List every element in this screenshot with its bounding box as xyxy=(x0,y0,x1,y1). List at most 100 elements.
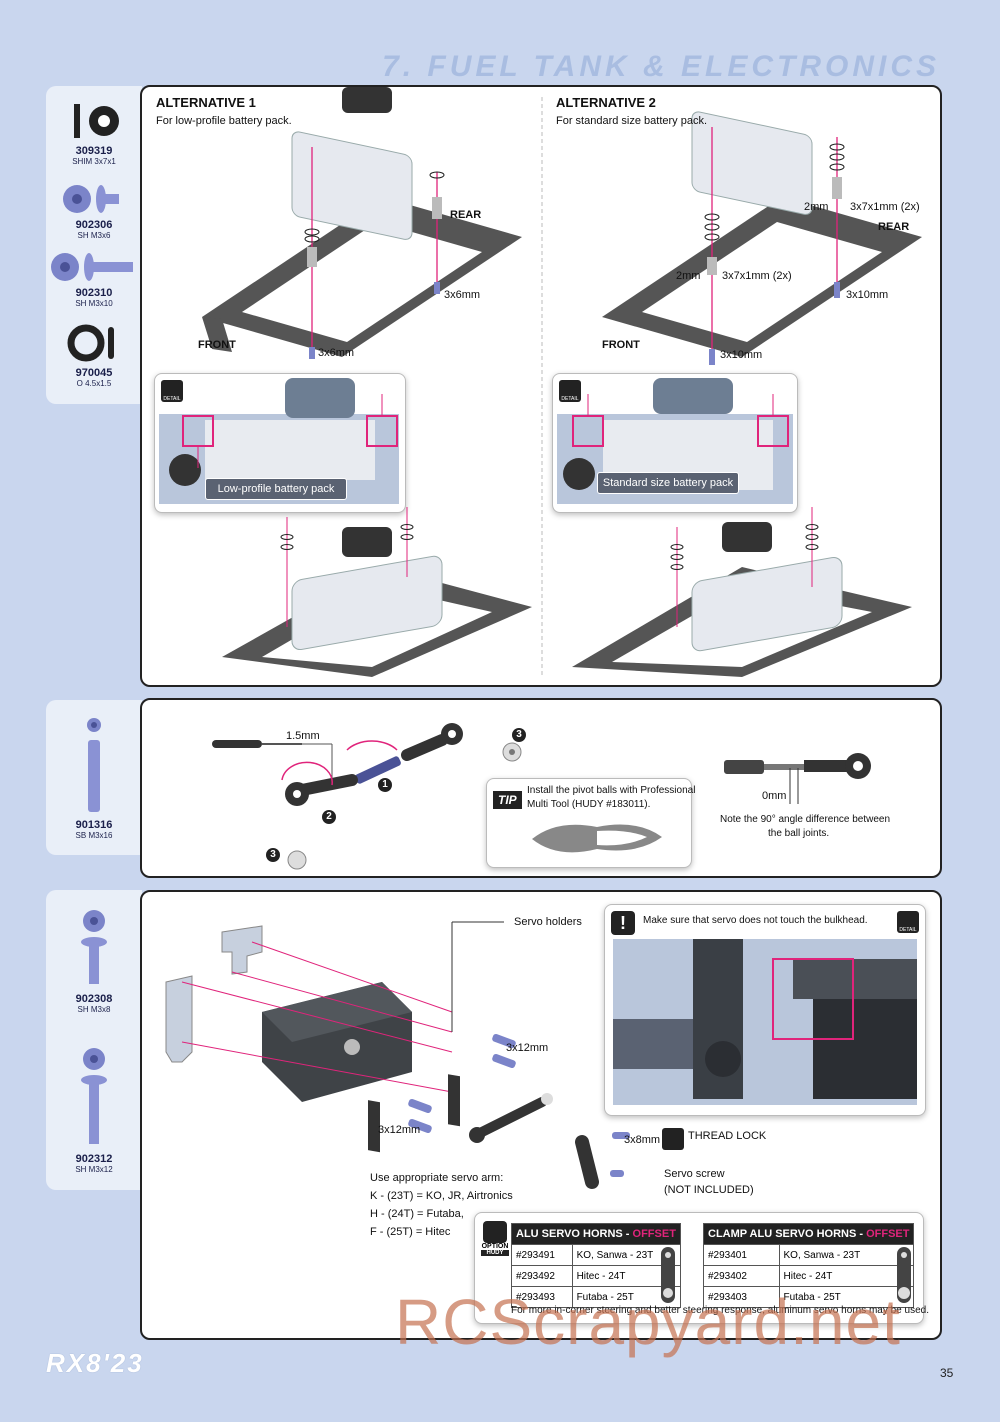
set-screw-icon xyxy=(87,718,101,812)
part-code: 970045 xyxy=(75,367,113,379)
part-desc: SH M3x8 xyxy=(77,1005,111,1014)
step-number-2: 2 xyxy=(322,810,336,824)
alt2-chassis-illustration xyxy=(602,111,922,365)
section-title: 7. FUEL TANK & ELECTRONICS xyxy=(382,50,940,83)
zero-dim-label: 0mm xyxy=(762,790,787,802)
step1-divider xyxy=(541,97,543,677)
part-code: 902308 xyxy=(75,993,113,1005)
alt1-subtitle: For low-profile battery pack. xyxy=(156,115,292,127)
servo-screw-line1: Servo screw xyxy=(664,1168,725,1180)
alt2-detail-box: DETAIL Standard size battery pack xyxy=(552,373,798,513)
thumbs-up-icon xyxy=(483,1221,507,1243)
alt2-shim-top: 3x7x1mm (2x) xyxy=(850,201,920,213)
step3-panel: Servo holders 3x12mm 3x12mm 3x8mm THREAD… xyxy=(140,890,942,1340)
option-box: OPTION HUDY ALU SERVO HORNS - OFFSET #29… xyxy=(474,1212,929,1324)
horn-screw-label: 3x8mm xyxy=(624,1134,661,1146)
servo-holders-label: Servo holders xyxy=(514,916,582,928)
detail-icon: DETAIL xyxy=(559,380,581,402)
arm-heading: Use appropriate servo arm: xyxy=(370,1172,504,1184)
part-desc: O 4.5x1.5 xyxy=(76,379,112,388)
detail-icon-label: DETAIL xyxy=(561,396,579,402)
servo-screw-line2: (NOT INCLUDED) xyxy=(664,1184,754,1196)
alt1-screw-rear: 3x6mm xyxy=(444,289,481,301)
arm-h: H - (24T) = Futaba, xyxy=(370,1208,464,1220)
tip-text-line2: Multi Tool (HUDY #183011). xyxy=(527,799,651,810)
part-code: 902312 xyxy=(75,1153,113,1165)
alt1-front-label: FRONT xyxy=(198,339,236,351)
warning-detail-box: ! Make sure that servo does not touch th… xyxy=(604,904,926,1116)
step-number-3a: 3 xyxy=(512,728,526,742)
table-header: ALU SERVO HORNS - OFFSET xyxy=(511,1223,681,1245)
arm-f: F - (25T) = Hitec xyxy=(370,1226,451,1238)
alt2-title: ALTERNATIVE 2 xyxy=(556,95,656,110)
dim-label: 1.5mm xyxy=(286,730,320,742)
arm-k: K - (23T) = KO, JR, Airtronics xyxy=(370,1190,513,1202)
clamp-horn-icon xyxy=(897,1247,911,1303)
part-309319: 309319 SHIM 3x7x1 xyxy=(46,100,142,166)
option-brand: HUDY xyxy=(481,1250,509,1256)
alt2-assembly-illustration xyxy=(572,507,912,677)
part-902306: 902306 SH M3x6 xyxy=(46,182,142,240)
part-902308: 902308 SH M3x8 xyxy=(46,908,142,1014)
option-badge: OPTION HUDY xyxy=(481,1221,509,1256)
alt1-detail-box: DETAIL Low-profile battery pack xyxy=(154,373,406,513)
part-902312: 902312 SH M3x12 xyxy=(46,1046,142,1174)
screw-icon xyxy=(81,910,107,984)
alt2-rear-label: REAR xyxy=(878,221,910,233)
thread-lock-label: THREAD LOCK xyxy=(688,1130,767,1142)
step2-panel: 1.5mm 1 2 3 3 TIP Install the pivot ball… xyxy=(140,698,942,878)
angle-note-line2: the ball joints. xyxy=(768,828,830,839)
part-code: 902306 xyxy=(75,219,113,231)
alt2-screw-front: 3x10mm xyxy=(720,349,763,361)
detail-icon-label: DETAIL xyxy=(163,396,181,402)
part-desc: SH M3x12 xyxy=(75,1165,113,1174)
page-number: 35 xyxy=(940,1366,954,1380)
alt1-assembly-illustration xyxy=(222,507,532,677)
option-footnote: For more in-corner steering and better s… xyxy=(511,1305,929,1316)
o-ring-icon xyxy=(67,324,114,362)
watermark: RCScrapyard.net xyxy=(395,1286,901,1358)
shim-icon xyxy=(74,104,119,138)
alt1-screw-front: 3x6mm xyxy=(318,347,355,359)
thread-lock-icon xyxy=(662,1128,684,1150)
alt2-screw-rear: 3x10mm xyxy=(846,289,889,301)
alt2-shim-mid: 3x7x1mm (2x) xyxy=(722,270,792,282)
part-code: 902310 xyxy=(75,287,113,299)
product-logo: RX8'23 xyxy=(46,1348,144,1378)
part-desc: SHIM 3x7x1 xyxy=(72,157,116,166)
alt2-front-label: FRONT xyxy=(602,339,640,351)
alt1-chassis-illustration xyxy=(202,87,522,359)
part-desc: SH M3x6 xyxy=(77,231,111,240)
part-desc: SH M3x10 xyxy=(75,299,113,308)
detail-icon: DETAIL xyxy=(897,911,919,933)
tip-text-line1: Install the pivot balls with Professiona… xyxy=(527,785,696,796)
alt2-detail-banner: Standard size battery pack xyxy=(597,472,739,494)
option-label: OPTION xyxy=(481,1243,509,1250)
tip-badge: TIP xyxy=(493,791,522,809)
screw-icon xyxy=(63,185,119,213)
alt1-detail-banner: Low-profile battery pack xyxy=(205,478,347,500)
alt2-shim-mid-gap: 2mm xyxy=(676,270,701,282)
alt2-shim-top-gap: 2mm xyxy=(804,201,829,213)
part-code: 901316 xyxy=(75,819,113,831)
alt1-title: ALTERNATIVE 1 xyxy=(156,95,256,110)
servo-exploded-illustration xyxy=(165,921,630,1189)
warning-text: Make sure that servo does not touch the … xyxy=(643,915,868,926)
detail-icon-label: DETAIL xyxy=(899,927,917,933)
detail-icon: DETAIL xyxy=(161,380,183,402)
part-desc: SB M3x16 xyxy=(75,831,113,840)
step1-panel: ALTERNATIVE 1 For low-profile battery pa… xyxy=(140,85,942,687)
screw-icon xyxy=(81,1048,107,1144)
screw-lower-label: 3x12mm xyxy=(378,1124,421,1136)
part-901316: 901316 SB M3x16 xyxy=(46,716,142,840)
part-970045: 970045 O 4.5x1.5 xyxy=(46,322,142,388)
multi-tool-icon xyxy=(532,824,662,853)
step-number-1: 1 xyxy=(378,778,392,792)
screw-upper-label: 3x12mm xyxy=(506,1042,549,1054)
